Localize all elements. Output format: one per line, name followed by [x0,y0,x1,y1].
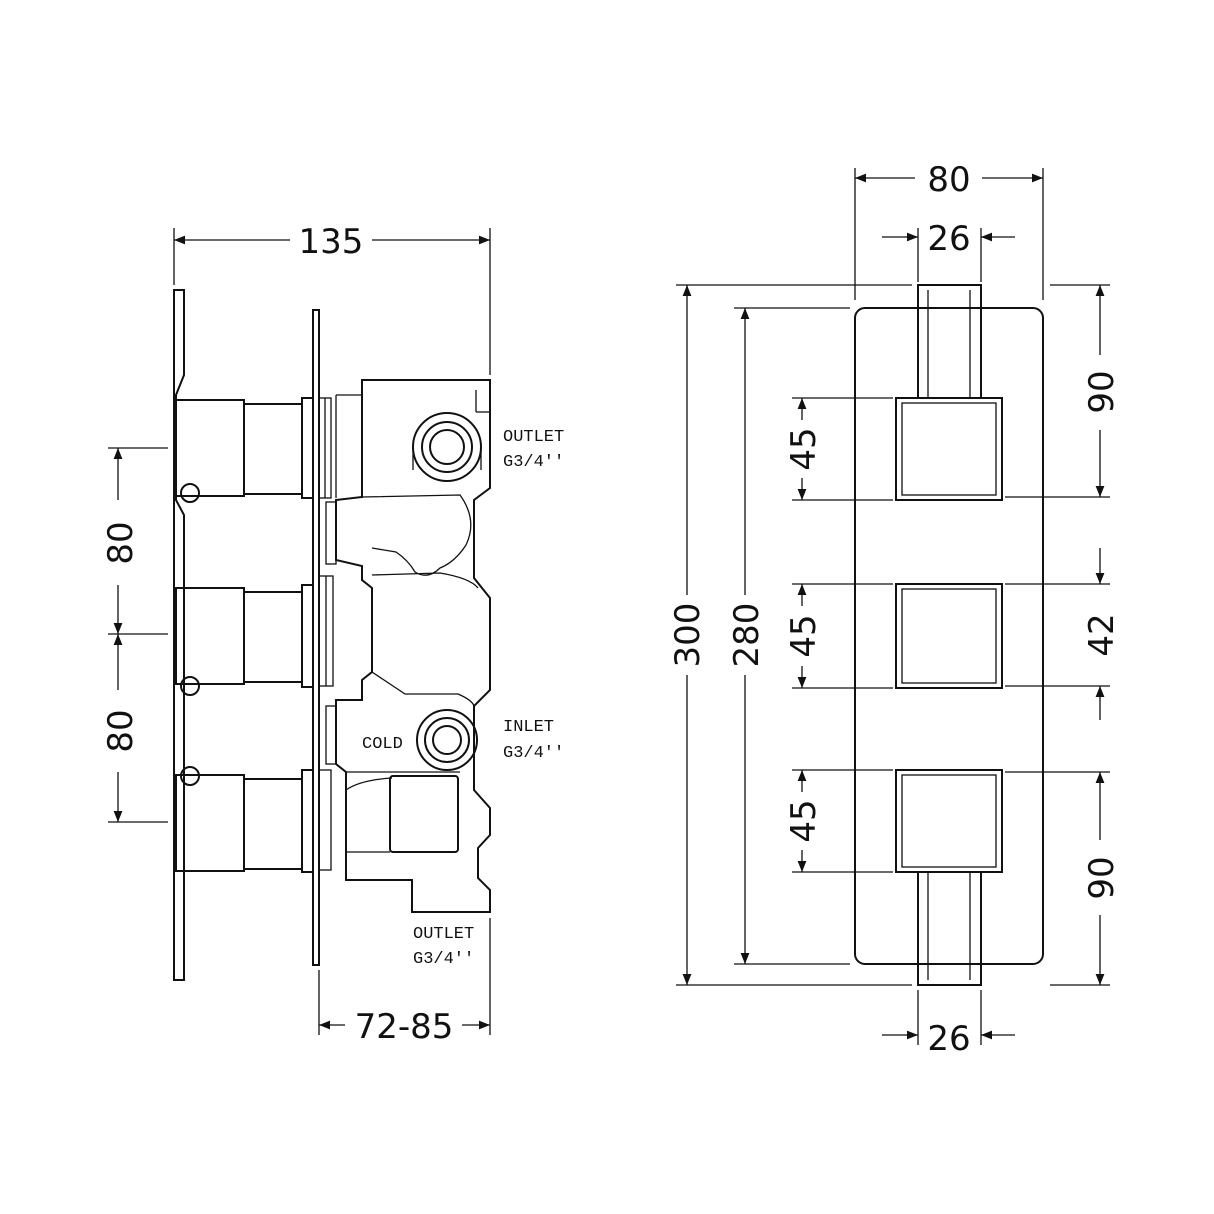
dim-label-72-85: 72-85 [355,1007,454,1047]
outlet-bottom-label: OUTLET [413,925,474,944]
knob-square-top [895,397,1003,501]
dimension-45-middle: 45 [784,583,893,689]
cold-label: COLD [362,735,403,754]
outlet-top-thread: G3/4'' [503,453,564,472]
handle-plate-outline [173,289,185,981]
dimension-300: 300 [668,284,912,986]
dimension-80-80: 80 80 [101,447,168,823]
dim-label-80-front: 80 [927,160,970,200]
dimension-72-85: 72-85 [318,918,491,1047]
dim-label-26-bottom: 26 [927,1019,970,1059]
knob-square-middle [895,583,1003,689]
dim-label-80-upper: 80 [101,521,141,564]
valve-body-outline [335,379,491,913]
dim-label-135: 135 [299,222,364,262]
dimension-26-top: 26 [882,219,1015,282]
inlet-label: INLET [503,718,554,737]
outlet-top-connector [412,412,482,482]
front-view: 80 26 26 300 [668,160,1122,1059]
dimension-42: 42 [1005,548,1122,720]
dim-label-42: 42 [1082,613,1122,656]
dimension-45-top: 45 [784,397,893,501]
dim-label-45-middle: 45 [784,614,824,657]
knob-body-middle [175,584,314,696]
outlet-bottom-thread: G3/4'' [413,950,474,969]
dimension-80-front: 80 [854,160,1044,300]
dim-label-26-top: 26 [927,219,970,259]
dim-label-300: 300 [668,603,708,668]
inlet-thread: G3/4'' [503,744,564,763]
knob-square-bottom [895,769,1003,873]
dim-label-45-bottom: 45 [784,799,824,842]
dimension-90-bottom: 90 [1005,771,1122,986]
dim-label-90-top: 90 [1082,370,1122,413]
dimension-280: 280 [727,307,850,965]
dimension-135: 135 [173,222,491,375]
dimension-90-top: 90 [1005,284,1122,498]
knob-body-top [175,397,314,503]
outlet-top-label: OUTLET [503,428,564,447]
dim-label-280: 280 [727,603,767,668]
dim-label-90-bottom: 90 [1082,856,1122,899]
dim-label-45-top: 45 [784,427,824,470]
inlet-connector [416,709,478,771]
dim-label-80-lower: 80 [101,709,141,752]
side-view: OUTLET G3/4'' INLET G3/4'' COLD OUTLET G… [101,222,564,1047]
spindle-splines [318,397,337,871]
front-plate [854,307,1044,965]
dimension-26-bottom: 26 [882,990,1015,1059]
knob-body-bottom [175,766,314,873]
valve-body-details [335,390,490,853]
dimension-45-bottom: 45 [784,769,893,873]
wall-plate-outline [312,309,320,966]
